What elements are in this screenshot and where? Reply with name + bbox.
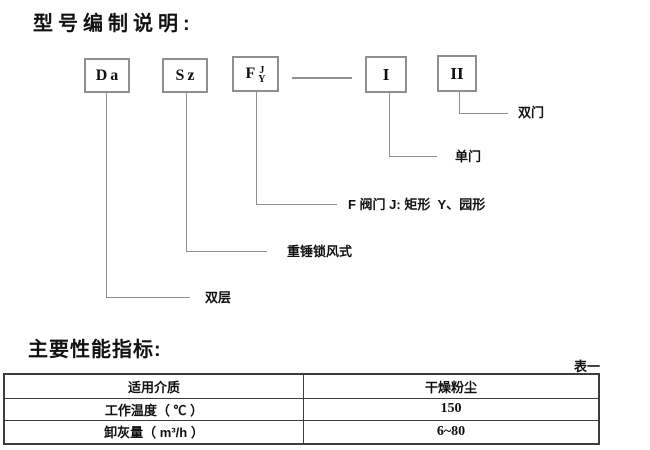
code-box-fjy: F J Y bbox=[232, 56, 279, 92]
spec-cell-medium-value: 干燥粉尘 bbox=[424, 379, 477, 395]
code-box-i-label: I bbox=[382, 64, 390, 84]
model-code-heading: 型号编制说明: bbox=[33, 13, 195, 35]
spec-cell-discharge-value: 6~80 bbox=[304, 420, 598, 443]
code-box-sz-label: Sz bbox=[175, 66, 198, 84]
spec-cell-temperature-value: 150 bbox=[304, 397, 598, 421]
code-box-ii: II bbox=[437, 55, 477, 92]
code-box-ii-label: II bbox=[450, 63, 464, 83]
callout-valve-shape: F 阀门 J: 矩形 Y、园形 bbox=[348, 197, 486, 212]
performance-heading: 主要性能指标: bbox=[28, 339, 162, 361]
spec-cell-temperature-label: 工作温度（ ℃ ） bbox=[5, 397, 304, 420]
connector-ii bbox=[459, 92, 508, 114]
code-box-i: I bbox=[365, 56, 407, 93]
code-box-fjy-main: F bbox=[245, 65, 256, 82]
code-box-sz: Sz bbox=[162, 58, 208, 93]
callout-double-layer: 双层 bbox=[205, 290, 232, 305]
spec-table: 适用介质 干燥粉尘 工作温度（ ℃ ） 150 卸灰量（ m³/h ） 6~80 bbox=[3, 373, 600, 445]
code-box-da-label: Da bbox=[95, 66, 122, 84]
table-number-tag: 表一 bbox=[573, 359, 600, 374]
code-box-fjy-bottom: Y bbox=[258, 73, 266, 85]
callout-single-door: 单门 bbox=[455, 149, 482, 164]
spec-cell-discharge-label: 卸灰量（ m³/h ） bbox=[5, 420, 304, 443]
connector-fjy bbox=[256, 92, 337, 205]
code-box-fjy-top: J bbox=[259, 64, 265, 76]
callout-hammer-airlock: 重锤锁风式 bbox=[287, 244, 353, 259]
connector-da bbox=[106, 93, 190, 298]
connector-i bbox=[389, 93, 437, 157]
connector-dash bbox=[292, 77, 352, 79]
code-box-fjy-stack: J Y bbox=[258, 64, 266, 85]
connector-sz bbox=[186, 93, 267, 252]
callout-double-door: 双门 bbox=[518, 105, 545, 120]
code-box-da: Da bbox=[84, 58, 130, 93]
spec-cell-medium-label: 适用介质 bbox=[5, 375, 304, 398]
